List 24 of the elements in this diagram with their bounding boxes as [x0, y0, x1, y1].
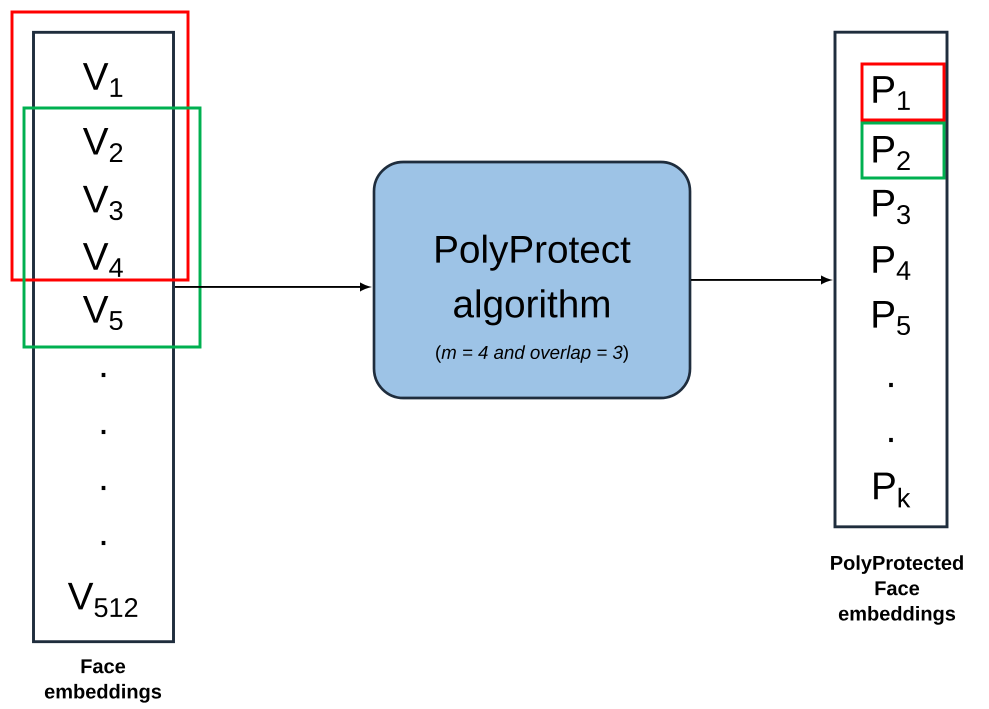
vector-element: . [889, 382, 893, 388]
vector-element: . [889, 438, 893, 442]
vector-element: V$_{3}$ [82, 186, 122, 220]
vector-element: P$_{4}$ [873, 246, 910, 280]
vector-element: P$_{5}$ [873, 300, 910, 336]
vector-element: P$_{1}$ [873, 76, 910, 110]
vector-element: . [102, 540, 106, 546]
vector-element: P$_{2}$ [873, 136, 910, 170]
vector-element: V$_{4}$ [82, 243, 123, 277]
arrow [691, 276, 830, 284]
process-title: PolyProtect algorithm [436, 234, 631, 326]
vector-element: . [102, 430, 106, 434]
vector-element: V$_{2}$ [82, 128, 122, 162]
vector-element: V$_{512}$ [68, 582, 138, 618]
vector-element: V$_{5}$ [82, 296, 122, 330]
column-caption: Face embeddings [44, 659, 162, 703]
arrow [175, 283, 370, 291]
vector-element: V$_{1}$ [82, 63, 122, 97]
vector-element: P$_{k}$ [874, 472, 910, 508]
parameter-note: (m = 4 and overlap = 3) [436, 345, 628, 363]
column-caption: PolyProtected Face embeddings [831, 555, 963, 625]
vector-element: . [102, 372, 106, 378]
vector-element: P$_{3}$ [873, 190, 910, 224]
vector-element: . [102, 486, 106, 490]
